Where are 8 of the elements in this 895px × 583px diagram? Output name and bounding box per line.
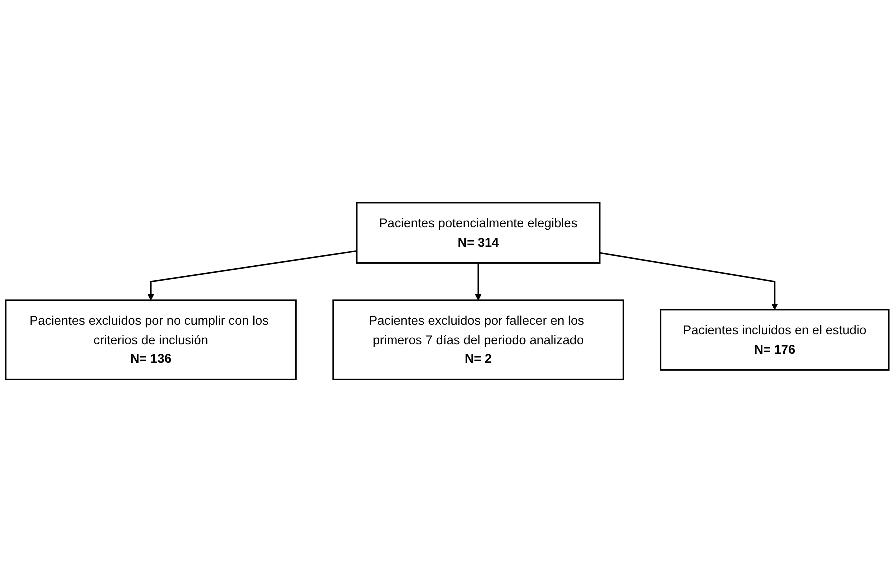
node-box — [660, 309, 890, 372]
arrow — [600, 252, 778, 310]
arrow — [148, 250, 358, 301]
node-box — [332, 300, 624, 381]
arrow — [475, 263, 482, 301]
node-box — [356, 202, 601, 264]
flowchart-drawing: Pacientes potencialmente elegibles N= 314 Pacientes excluidos por no cumplir con los criterios de inclusión N= 136 Pacientes excluidos por fallecer en los primeros 7 días del periodo analizado N= 2 Pacientes incluidos en el estudio N= 176 — [0, 197, 895, 386]
node-box — [5, 300, 297, 381]
